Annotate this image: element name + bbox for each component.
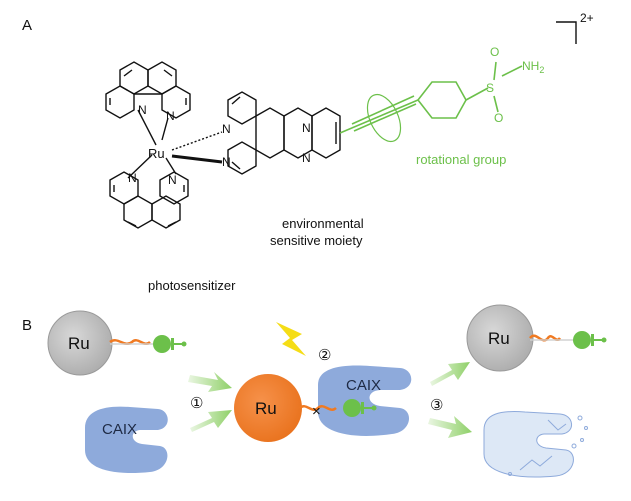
ru-label-center: Ru [255,399,277,418]
nitrogen-atom-7: N [302,121,311,135]
bottom-phen-ring-left [123,195,153,229]
ruthenium-atom: Ru [148,146,165,161]
panel-a-label: A [22,17,32,34]
dppz-ring-top [227,91,257,125]
nitrogen-atom-8: N [302,151,311,165]
caix-label-center: CAIX [346,377,381,394]
photosensitizer-label: photosensitizer [148,278,236,293]
cross-mark: × [312,403,321,420]
nitrogen-atom-2: N [166,109,175,123]
step2-marker: ② [318,347,331,364]
light-bolt-icon [276,322,306,356]
nitrogen-atom-6: N [222,155,231,169]
arrow-step1-top [188,372,232,392]
ruthenium-complex-structure [105,61,341,229]
rotational-group-structure [339,61,523,143]
probe-released-right: Ru [466,304,607,372]
bottom-phen-ring-right [151,195,181,229]
arrow-step3-top [430,362,470,386]
step3-marker: ③ [430,397,443,414]
probe-unbound-left: Ru [47,310,187,376]
caix-label-left: CAIX [102,421,137,438]
panel-b-label: B [22,317,32,334]
step1-marker: ① [190,395,203,412]
nitrogen-atom-4: N [168,173,177,187]
arrow-step1-bottom [190,410,232,432]
ru-label-left: Ru [68,334,90,353]
ru-label-right: Ru [488,329,510,348]
environmental-label-line1: environmental [282,216,364,231]
caix-protein-left: CAIX [85,406,168,474]
charge-bracket [556,21,577,44]
caix-protein-degraded [483,411,588,478]
top-phen-ring-a [105,85,135,119]
phenyl-ring [416,81,467,119]
rotation-arrow [366,93,402,143]
oxygen-atom-top: O [490,45,499,59]
benzo-ring [311,107,341,159]
rotational-group-label: rotational group [416,152,506,167]
sulfur-atom: S [486,81,494,95]
charge-label: 2+ [580,11,594,25]
nitrogen-atom-5: N [222,122,231,136]
dppz-ring-center [255,107,285,159]
top-phen-ring-c [161,85,191,119]
arrow-step3-bottom [428,416,472,438]
amine-group: NH2 [522,59,544,75]
nitrogen-atom-1: N [138,103,147,117]
nitrogen-atom-3: N [128,171,137,185]
probe-bound-center: Ru × CAIX [234,365,412,442]
oxygen-atom-bottom: O [494,111,503,125]
dppz-ring-bottom [227,141,257,175]
environmental-label-line2: sensitive moiety [270,233,363,248]
